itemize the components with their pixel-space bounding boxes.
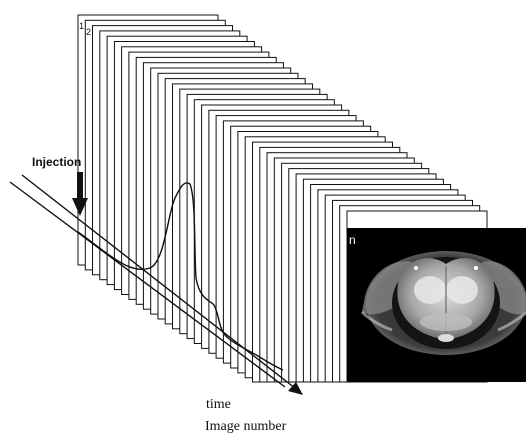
mri-brain-slice <box>347 228 526 382</box>
frame-label-second: 2 <box>86 27 91 37</box>
injection-label: Injection <box>32 155 81 169</box>
frame-label-last: n <box>349 233 356 247</box>
time-axis-label: time <box>206 397 231 412</box>
frame-label-first: 1 <box>79 21 84 31</box>
image-number-axis-label: Image number <box>205 419 287 434</box>
